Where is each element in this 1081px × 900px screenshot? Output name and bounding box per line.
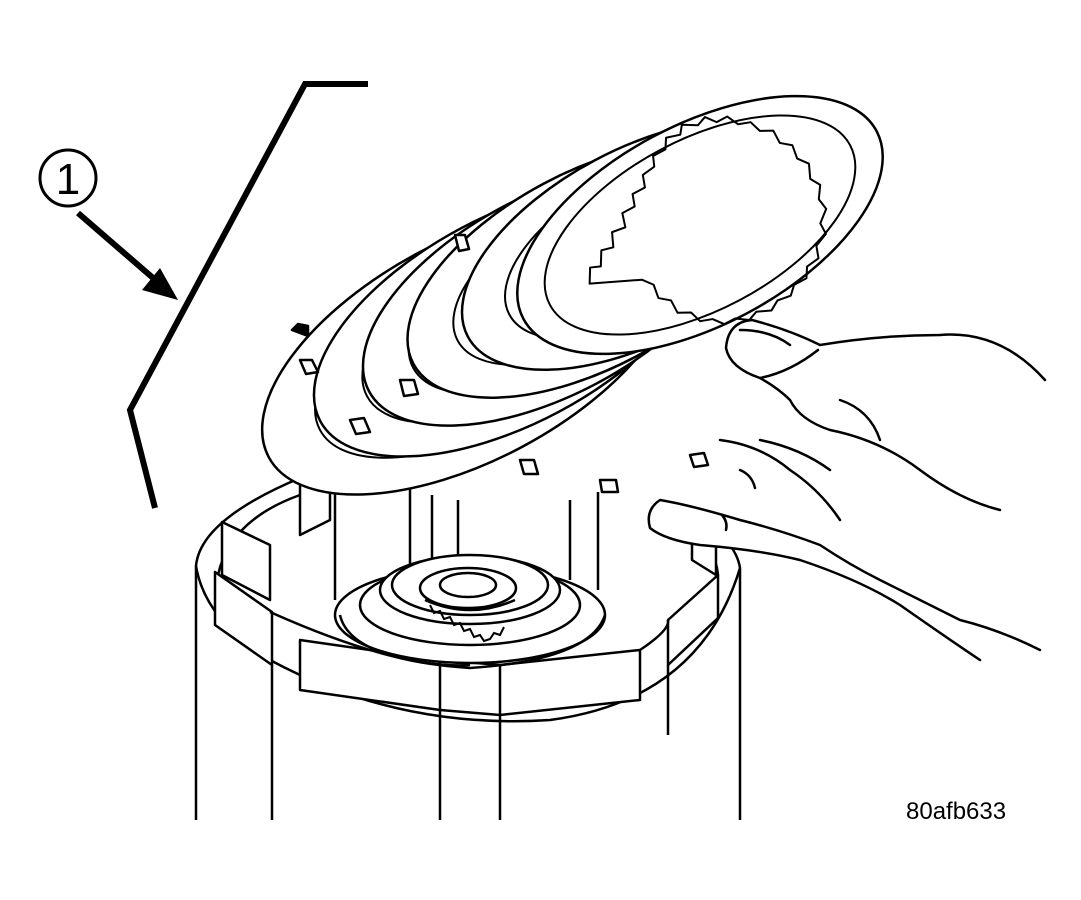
callout-number: 1	[56, 155, 80, 204]
clutch-hub	[333, 553, 607, 670]
callout-circle	[38, 148, 98, 208]
technician-hands	[647, 318, 1047, 662]
callout-arrow	[76, 210, 178, 300]
clutch-plate-stack	[260, 94, 884, 496]
figure-id: 80afb633	[906, 798, 1007, 825]
callout-bracket	[126, 81, 368, 509]
callout-1: 1	[38, 148, 98, 208]
